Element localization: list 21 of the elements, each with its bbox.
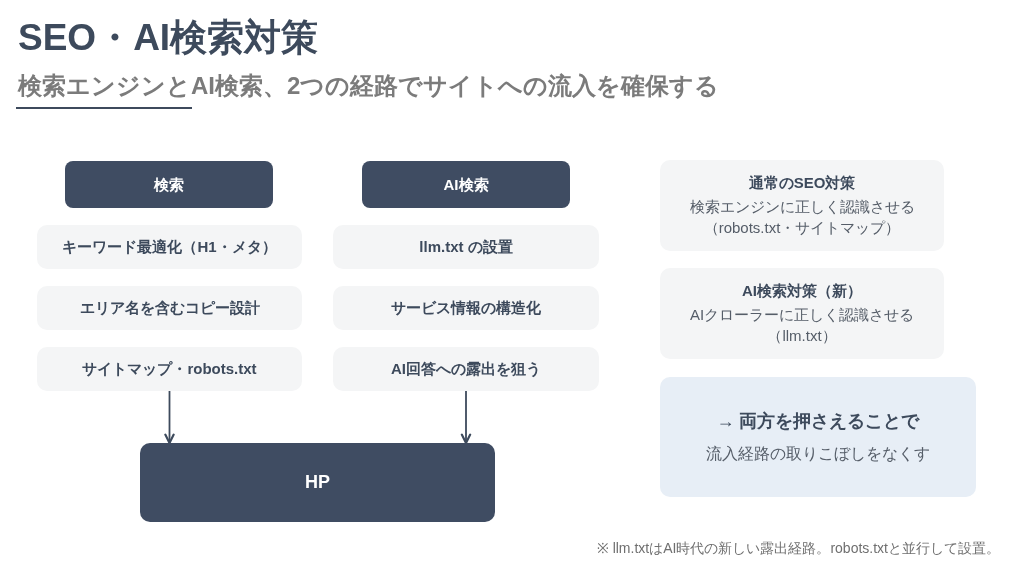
card-heading: AI検索対策（新） xyxy=(742,281,862,302)
column-header: 検索 xyxy=(65,161,273,208)
step-card: エリア名を含むコピー設計 xyxy=(37,286,302,330)
card-text: 検索エンジンに正しく認識させる（robots.txt・サイトマップ） xyxy=(688,197,916,238)
arrow xyxy=(164,390,175,445)
summary-card xyxy=(660,377,976,497)
card-heading: 通常のSEO対策 xyxy=(748,173,856,194)
column-header: AI検索 xyxy=(362,161,570,208)
arrow xyxy=(460,390,472,445)
step-card: キーワード最適化（H1・メタ） xyxy=(37,225,302,269)
footnote: ※ llm.txtはAI時代の新しい露出経路。robots.txtと並行して設置。 xyxy=(596,539,1000,558)
step-card: サービス情報の構造化 xyxy=(333,286,599,330)
card-text: 流入経路の取りこぼしをなくす xyxy=(706,444,930,465)
card-heading: → 両方を押さえることで xyxy=(716,410,920,434)
step-card: サイトマップ・robots.txt xyxy=(37,347,302,391)
step-card: AI回答への露出を狙う xyxy=(333,347,599,391)
destination-box: HP xyxy=(140,443,495,522)
step-card: llm.txt の設置 xyxy=(333,225,599,269)
slide-subtitle: 検索エンジンとAI検索、2つの経路でサイトへの流入を確保する xyxy=(18,72,720,101)
slide-title: SEO・AI検索対策 xyxy=(18,16,319,60)
card-text: AIクローラーに正しく認識させる（llm.txt） xyxy=(688,305,916,346)
